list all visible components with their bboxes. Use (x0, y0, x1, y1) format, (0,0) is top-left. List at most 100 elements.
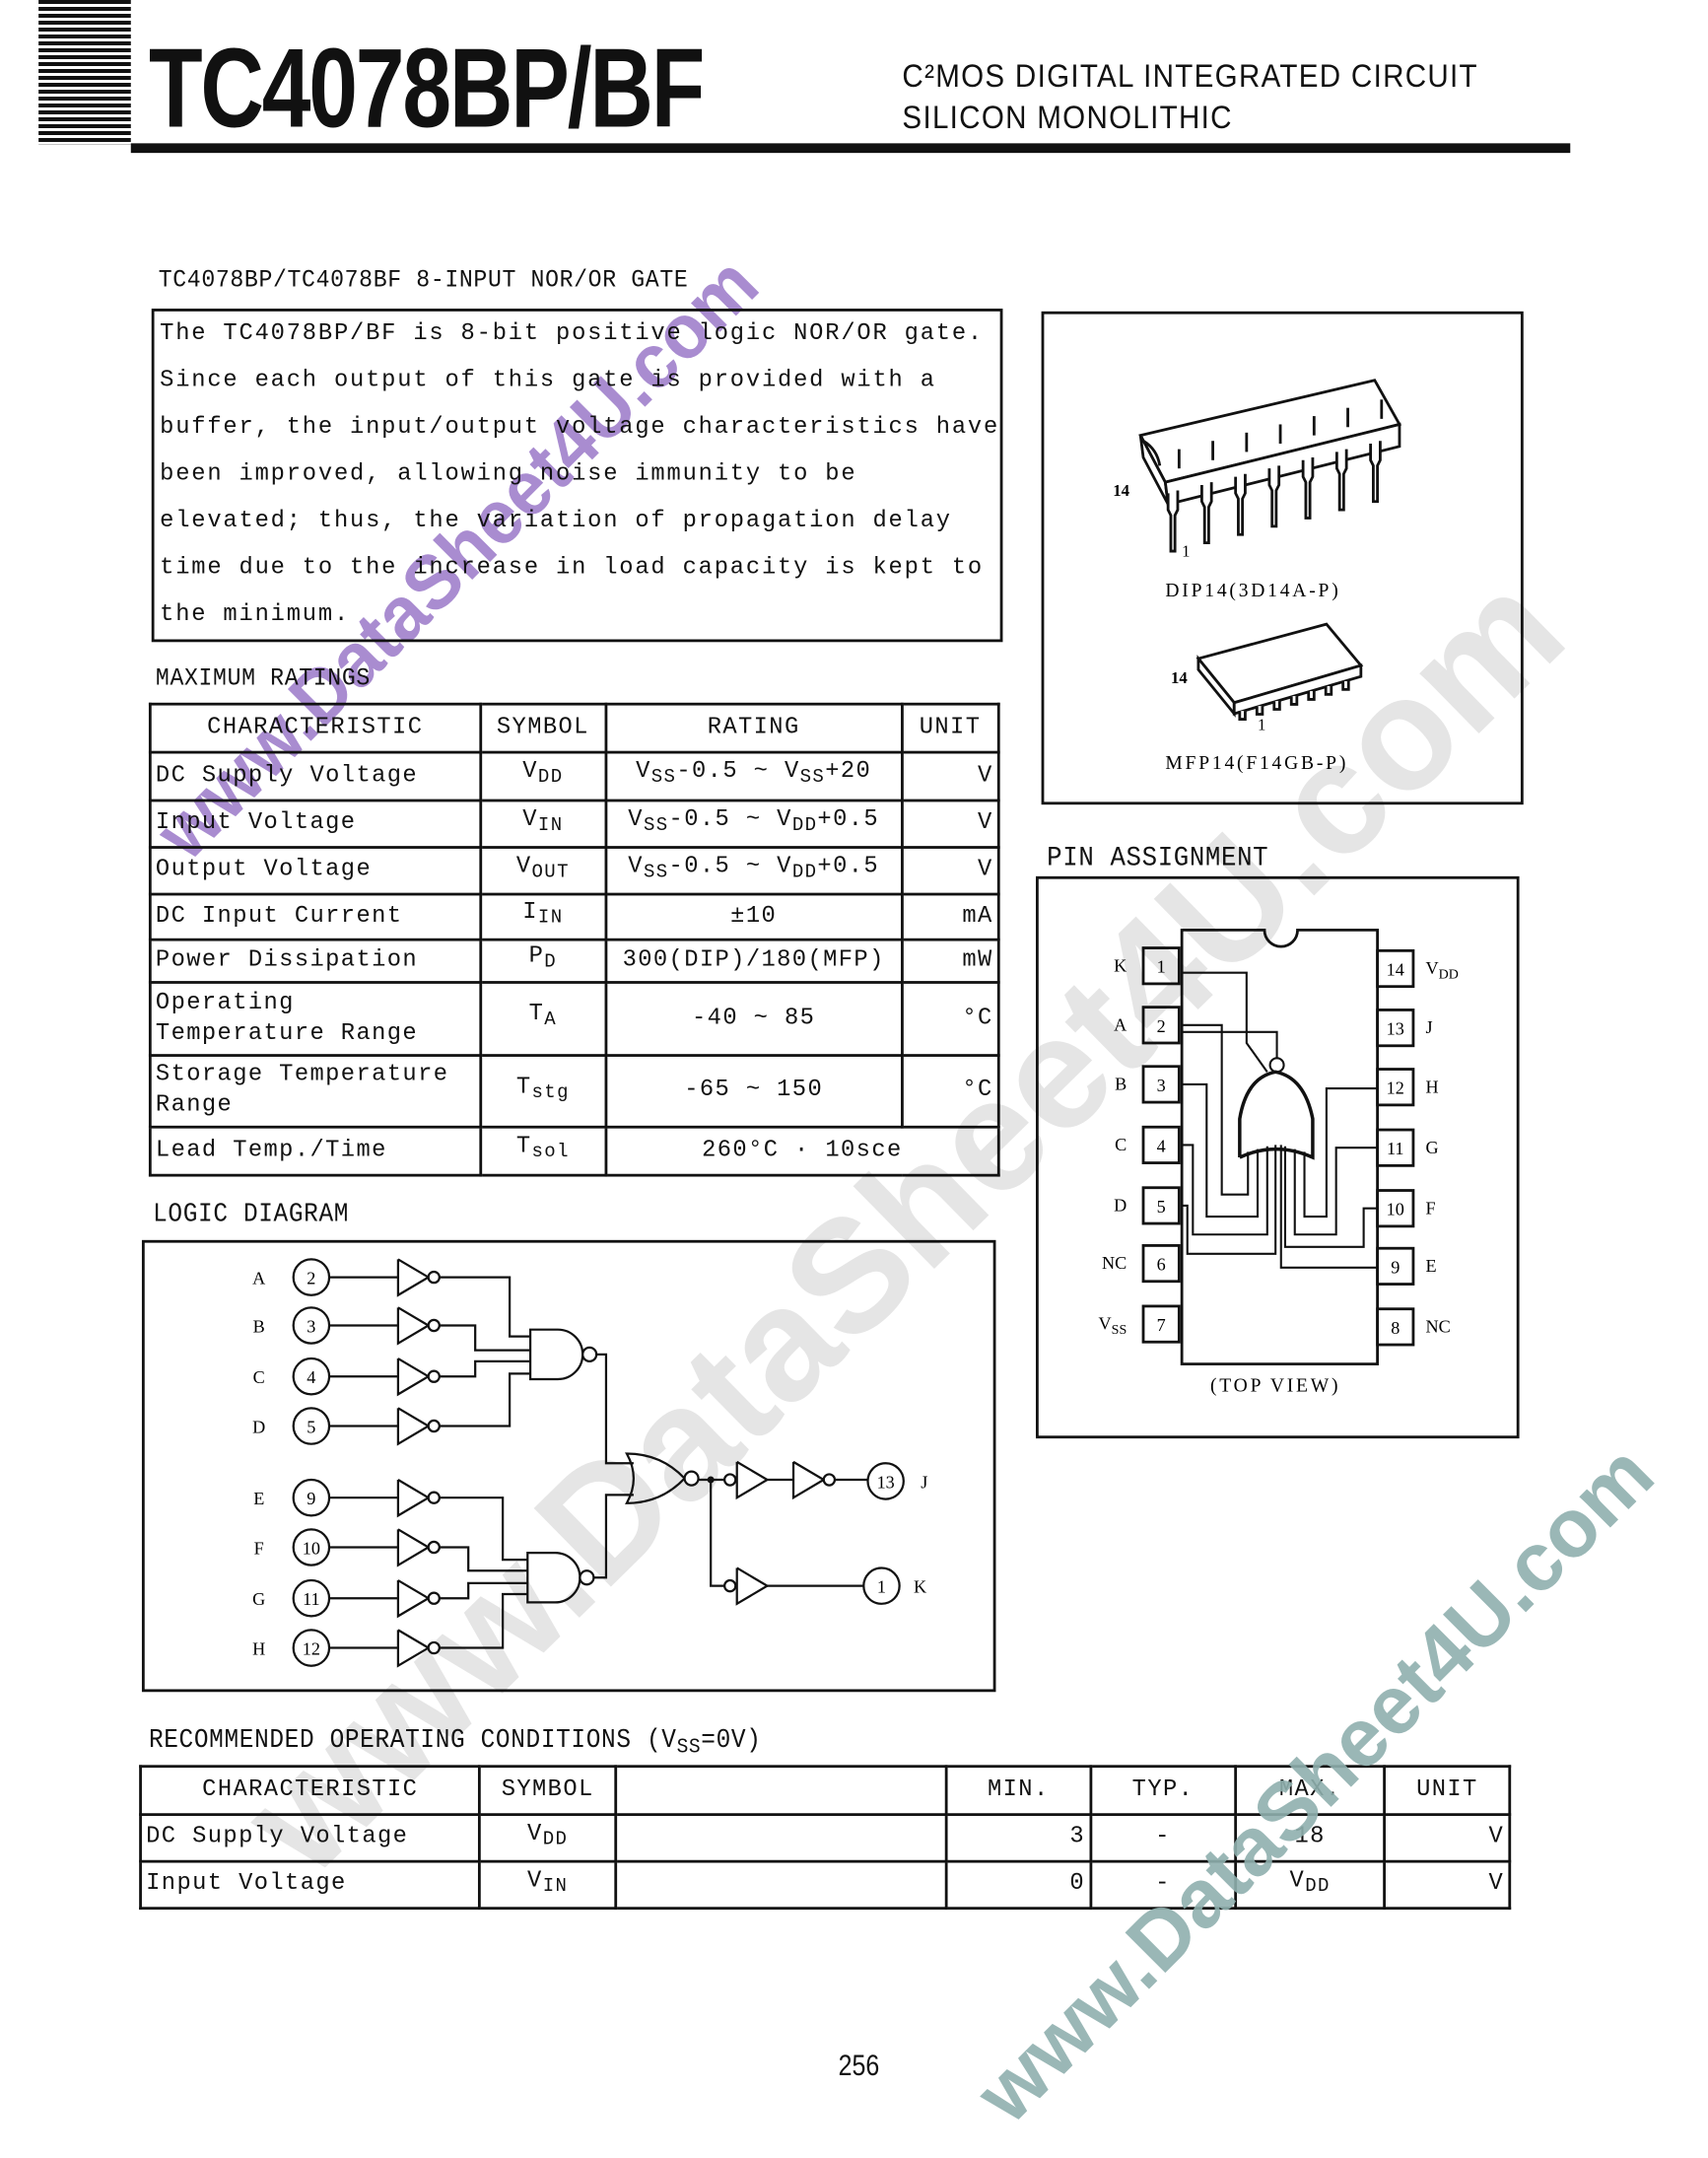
output-pin-number: 1 (877, 1577, 886, 1597)
inverter-icon (396, 1407, 431, 1446)
recommended-heading: RECOMMENDED OPERATING CONDITIONS (VSS=0V… (149, 1725, 762, 1760)
subscript: A (544, 1010, 558, 1032)
text-segment: °C (962, 1077, 993, 1104)
table-cell: VDD (1233, 1859, 1387, 1911)
text-segment: V (527, 1821, 543, 1847)
table-cell: VSS-0.5 ~ VDD+0.5 (604, 846, 904, 896)
pin-box (1376, 1307, 1415, 1347)
header-rule (130, 143, 1571, 154)
text-segment: -0.5 ~ V (668, 854, 792, 880)
input-pin-number: 5 (307, 1418, 315, 1437)
wire-k (1182, 971, 1268, 1073)
table-cell: VSS-0.5 ~ VDD+0.5 (604, 799, 904, 849)
inverter-bubble (427, 1270, 441, 1285)
table-cell: 260°C · 10sce (604, 1125, 1000, 1177)
description-line: elevated; thus, the variation of propaga… (160, 508, 952, 535)
text-segment: DC Input Current (155, 903, 403, 930)
table-row: Operating Temperature Range TA -40 ~ 85 °C (148, 981, 1000, 1057)
pin-number: 5 (1157, 1197, 1166, 1217)
internal-wire (1182, 1144, 1268, 1236)
input-pin-circle (292, 1258, 331, 1296)
table-cell: Storage Temperature Range (148, 1054, 482, 1129)
input-pin-number: 9 (307, 1489, 315, 1508)
buffer-bubble (723, 1578, 737, 1593)
dip-pin-lead (1369, 441, 1382, 504)
column-header: UNIT (900, 702, 1000, 754)
text-segment: - (1155, 1870, 1171, 1898)
nor-bubble (683, 1470, 700, 1487)
pin-number: 6 (1157, 1255, 1166, 1275)
description-line: buffer, the input/output voltage charact… (160, 414, 1000, 442)
text-segment: Operating Temperature Range (155, 990, 419, 1047)
input-label: C (253, 1367, 265, 1387)
mfp-pin-lead (1238, 711, 1247, 721)
subscript: SS (650, 768, 677, 790)
text-segment: 18 (1294, 1824, 1326, 1850)
text-segment: 300(DIP)/180(MFP) (622, 946, 885, 974)
table-cell: °C (900, 981, 1000, 1057)
text-segment: Input Voltage (146, 1870, 347, 1898)
junction-dot (707, 1476, 715, 1484)
table-cell: mA (900, 892, 1000, 941)
subscript: DD (537, 768, 564, 790)
column-header: TYP. (1089, 1765, 1237, 1817)
output-pin-number: 13 (877, 1472, 895, 1492)
pin-box (1141, 1065, 1181, 1104)
recommended-heading-text: RECOMMENDED OPERATING CONDITIONS (148, 1724, 632, 1756)
text-segment: T (528, 1002, 545, 1029)
subscript: D (544, 952, 558, 974)
page-title: TC4078BP/BF (148, 26, 705, 152)
table-cell: ±10 (604, 892, 904, 941)
pin-name-subscript: SS (1112, 1323, 1127, 1338)
text-segment: -0.5 ~ V (676, 759, 800, 787)
text-segment: 260°C · 10sce (702, 1137, 903, 1164)
inverter-bubble (427, 1540, 441, 1555)
pin-box (1376, 1068, 1415, 1107)
dip-pin-lead (1166, 490, 1180, 553)
input-pin-circle (292, 1629, 331, 1667)
table-cell: VSS-0.5 ~ VSS+20 (604, 750, 904, 802)
mfp-pin-lead (1289, 696, 1299, 706)
table-cell: - (1089, 1859, 1237, 1911)
nand-bubble (579, 1569, 595, 1586)
chip-body (1180, 928, 1379, 1366)
text-segment: T (515, 1074, 532, 1101)
table-cell: V (900, 799, 1000, 849)
table-cell: Output Voltage (148, 846, 482, 896)
pin-name: K (1114, 955, 1127, 975)
input-pin-number: 11 (303, 1589, 319, 1609)
column-header: SYMBOL (478, 1765, 617, 1817)
dip-pin-lead (1334, 449, 1348, 512)
pin-name: G (1426, 1138, 1439, 1157)
text-segment: V (978, 762, 993, 790)
text-segment: V (515, 854, 532, 880)
pin-assignment-heading: PIN ASSIGNMENT (1047, 843, 1269, 875)
table-cell: Power Dissipation (148, 938, 482, 984)
text-segment: -40 ~ 85 (692, 1005, 816, 1032)
subscript: SS (799, 768, 826, 790)
inverter-icon (396, 1357, 431, 1397)
table-cell: TA (478, 981, 607, 1057)
input-pin-circle (292, 1357, 331, 1396)
text-segment: +0.5 (817, 854, 880, 880)
table-cell: Input Voltage (139, 1859, 482, 1911)
inverter-bubble (427, 1591, 441, 1605)
dip-pin-lead (1301, 457, 1315, 520)
internal-wiring (1182, 971, 1378, 1269)
pin-name: VDD (1426, 958, 1459, 982)
nor-gate-icon (625, 1452, 687, 1504)
table-cell: V (900, 750, 1000, 802)
text-segment: T (515, 1134, 532, 1161)
wire (439, 1324, 531, 1352)
description-line: been improved, allowing noise immunity t… (160, 461, 857, 488)
text-segment: I (522, 900, 538, 927)
subscript: sol (531, 1143, 570, 1164)
mfp-pin-lead (1324, 686, 1333, 696)
inverter-icon (396, 1528, 431, 1567)
table-cell: VIN (478, 1859, 617, 1911)
pin-number: 12 (1387, 1079, 1404, 1098)
